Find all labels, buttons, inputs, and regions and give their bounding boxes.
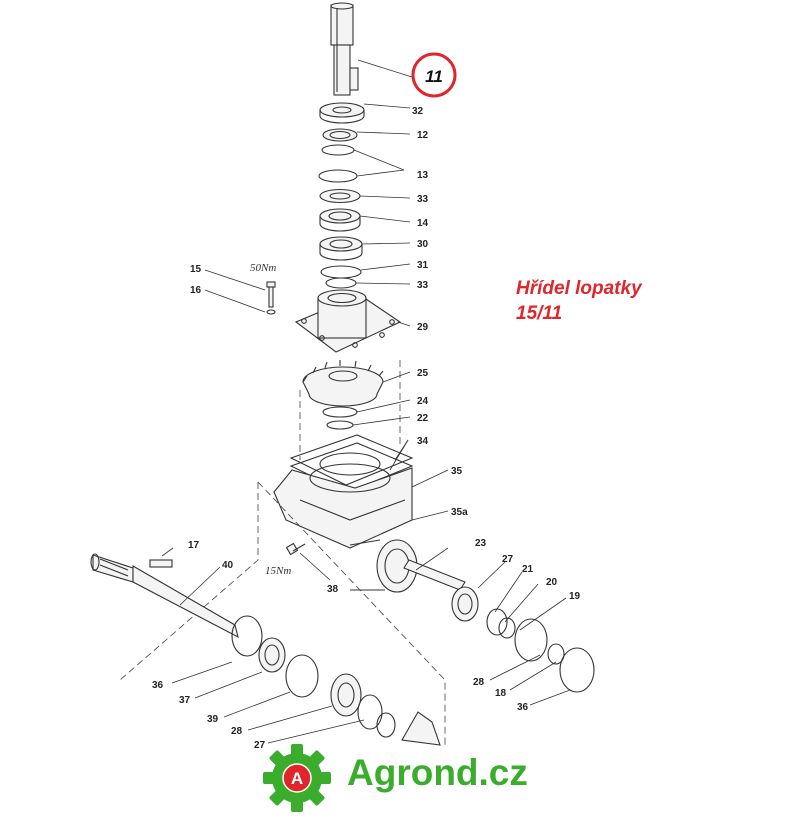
gearbox-body-35 [273, 463, 418, 593]
label-24: 24 [417, 396, 429, 407]
label-19: 19 [569, 591, 581, 602]
ring-22 [326, 420, 354, 430]
left-shaft-rings [231, 615, 441, 746]
vertical-stack [318, 102, 365, 289]
label-36b: 36 [517, 702, 529, 713]
bolt-38 [285, 542, 306, 556]
label-14: 14 [417, 218, 429, 229]
label-20: 20 [546, 577, 558, 588]
label-40: 40 [222, 560, 234, 571]
vertical-shaft [330, 2, 359, 96]
bevel-gear-25 [302, 360, 384, 407]
label-38: 38 [327, 584, 339, 595]
label-30: 30 [417, 239, 429, 250]
caption-code: 15/11 [516, 303, 563, 324]
label-27: 27 [502, 554, 514, 565]
highlight-ring [411, 52, 457, 98]
label-34: 34 [417, 436, 429, 447]
label-25: 25 [417, 368, 429, 379]
label-15: 15 [190, 264, 202, 275]
output-shaft-23 [403, 559, 595, 693]
label-12: 12 [417, 130, 429, 141]
part-labels: 32 12 13 33 14 30 31 33 29 25 24 22 34 3… [152, 106, 581, 751]
highlight-part-number: 11 [425, 67, 443, 86]
label-18: 18 [495, 688, 507, 699]
brand-logo-text[interactable]: Agrond.cz [347, 752, 528, 793]
label-39: 39 [207, 714, 219, 725]
input-shaft-40 [90, 553, 239, 639]
label-28b: 28 [473, 677, 485, 688]
part-caption: Hřídel lopatky 15/11 [516, 276, 642, 326]
label-29: 29 [417, 322, 429, 333]
label-31: 31 [417, 260, 429, 271]
label-35: 35 [451, 466, 463, 477]
label-32: 32 [412, 106, 424, 117]
torque-label-bottom: 15Nm [265, 565, 291, 577]
label-37: 37 [179, 695, 191, 706]
label-17: 17 [188, 540, 200, 551]
label-22: 22 [417, 413, 429, 424]
label-35a: 35a [451, 507, 468, 518]
torque-label-top: 50Nm [250, 262, 276, 274]
label-36a: 36 [152, 680, 164, 691]
gear-logo-icon: A [263, 744, 331, 812]
label-16: 16 [190, 285, 202, 296]
label-13: 13 [417, 170, 429, 181]
flange-housing [294, 289, 402, 353]
label-23: 23 [475, 538, 487, 549]
label-33a: 33 [417, 194, 429, 205]
bolt-15 [266, 281, 276, 315]
label-28a: 28 [231, 726, 243, 737]
leader-lines [161, 103, 571, 744]
label-33b: 33 [417, 280, 429, 291]
label-27b: 27 [254, 740, 266, 751]
ring-24 [322, 406, 358, 418]
label-21: 21 [522, 564, 534, 575]
logo-letter: A [291, 769, 303, 788]
caption-title: Hřídel lopatky [516, 278, 642, 299]
